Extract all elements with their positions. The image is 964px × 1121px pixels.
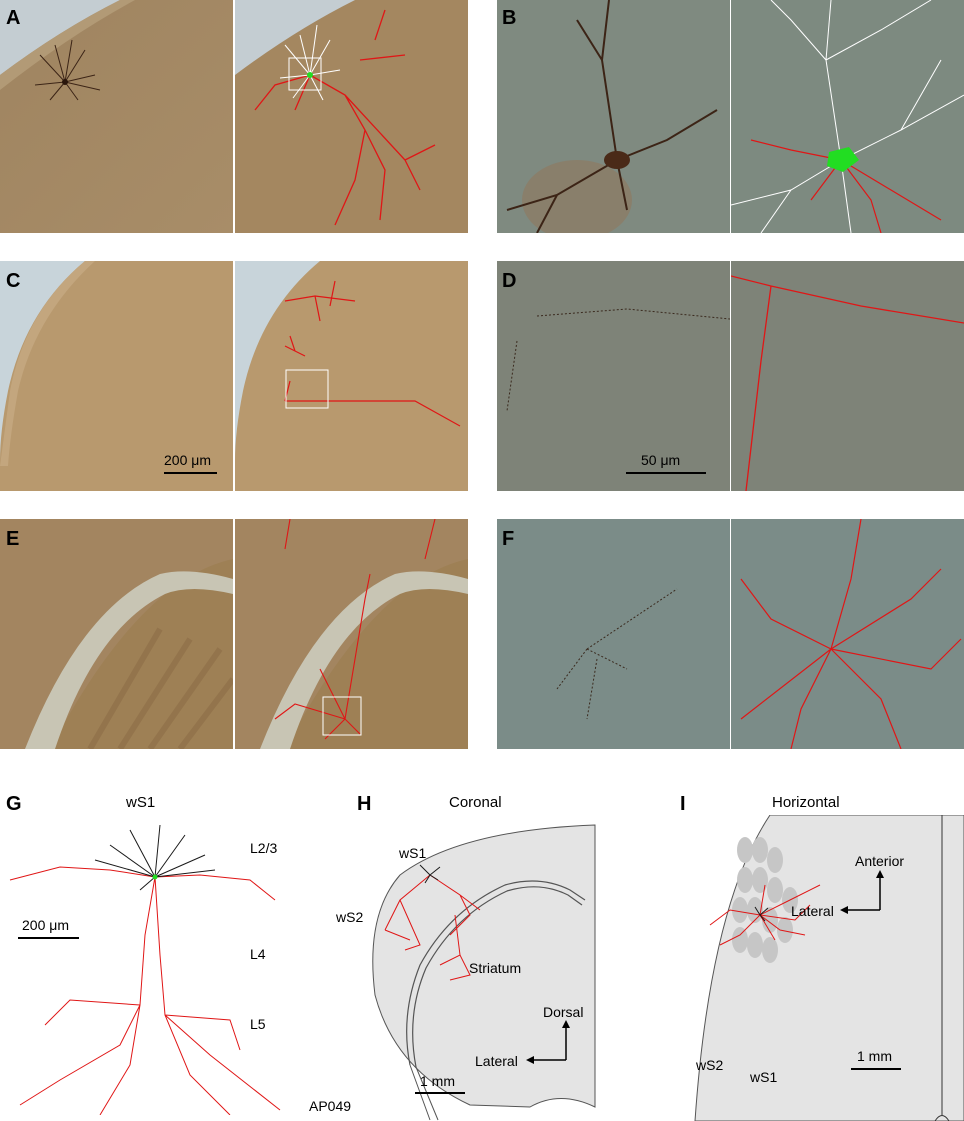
panel-h-title: Coronal [449, 794, 502, 811]
panel-h-region-ws1: wS1 [399, 845, 427, 861]
panel-e-right-traced [235, 519, 468, 749]
panel-i-axis-anterior: Anterior [855, 853, 905, 869]
panel-label-d: D [502, 270, 517, 292]
panel-g-scale-bar [18, 937, 79, 939]
panel-label-g: G [6, 793, 22, 815]
panel-a-left-micrograph [0, 0, 233, 233]
panel-i-brain-section [680, 815, 964, 1121]
panel-g-layer-l4: L4 [250, 946, 266, 962]
panel-a-right-traced [235, 0, 468, 233]
panel-i-title: Horizontal [772, 794, 840, 811]
panel-f-left-micrograph [497, 519, 730, 749]
panel-i-region-ws2: wS2 [696, 1057, 724, 1073]
panel-h-scale-bar-label: 1 mm [420, 1073, 455, 1089]
panel-label-a: A [6, 7, 21, 29]
panel-i-scale-bar [851, 1068, 901, 1070]
panel-i-orientation-arrows [840, 870, 884, 914]
panel-g-scale-bar-label: 200 μm [22, 917, 69, 933]
panel-label-f: F [502, 528, 515, 550]
panel-label-h: H [357, 793, 372, 815]
panel-c-left-micrograph [0, 261, 233, 491]
panel-label-c: C [6, 270, 21, 292]
panel-g-reconstruction [0, 815, 320, 1115]
panel-c-scale-bar-label: 200 μm [164, 452, 211, 468]
panel-c-scale-bar [164, 472, 217, 474]
panel-c-right-traced [235, 261, 468, 491]
panel-i-region-ws1: wS1 [750, 1069, 778, 1085]
panel-d-right-traced [731, 261, 964, 491]
panel-h-brain-section [320, 815, 620, 1121]
panel-h-axis-dorsal: Dorsal [543, 1004, 584, 1020]
panel-e-left-micrograph [0, 519, 233, 749]
panel-i-axis-lateral: Lateral [791, 903, 834, 919]
panel-g-layer-l23: L2/3 [250, 840, 278, 856]
panel-h-section-id: AP049 [309, 1098, 352, 1114]
panel-i-scale-bar-label: 1 mm [857, 1048, 892, 1064]
panel-label-i: I [680, 793, 686, 815]
panel-d-scale-bar-label: 50 μm [641, 452, 681, 468]
panel-g-layer-l5: L5 [250, 1016, 266, 1032]
panel-b-right-traced [731, 0, 964, 233]
panel-d-scale-bar [626, 472, 706, 474]
panel-h-region-ws2: wS2 [336, 909, 364, 925]
panel-h-axis-lateral: Lateral [475, 1053, 518, 1069]
panel-b-left-micrograph [497, 0, 730, 233]
panel-h-scale-bar [415, 1092, 465, 1094]
panel-h-region-striatum: Striatum [469, 960, 522, 976]
panel-g-title: wS1 [126, 794, 156, 811]
panel-d-left-micrograph [497, 261, 730, 491]
panel-label-e: E [6, 528, 20, 550]
panel-h-orientation-arrows [526, 1020, 570, 1064]
panel-label-b: B [502, 7, 517, 29]
panel-f-right-traced [731, 519, 964, 749]
